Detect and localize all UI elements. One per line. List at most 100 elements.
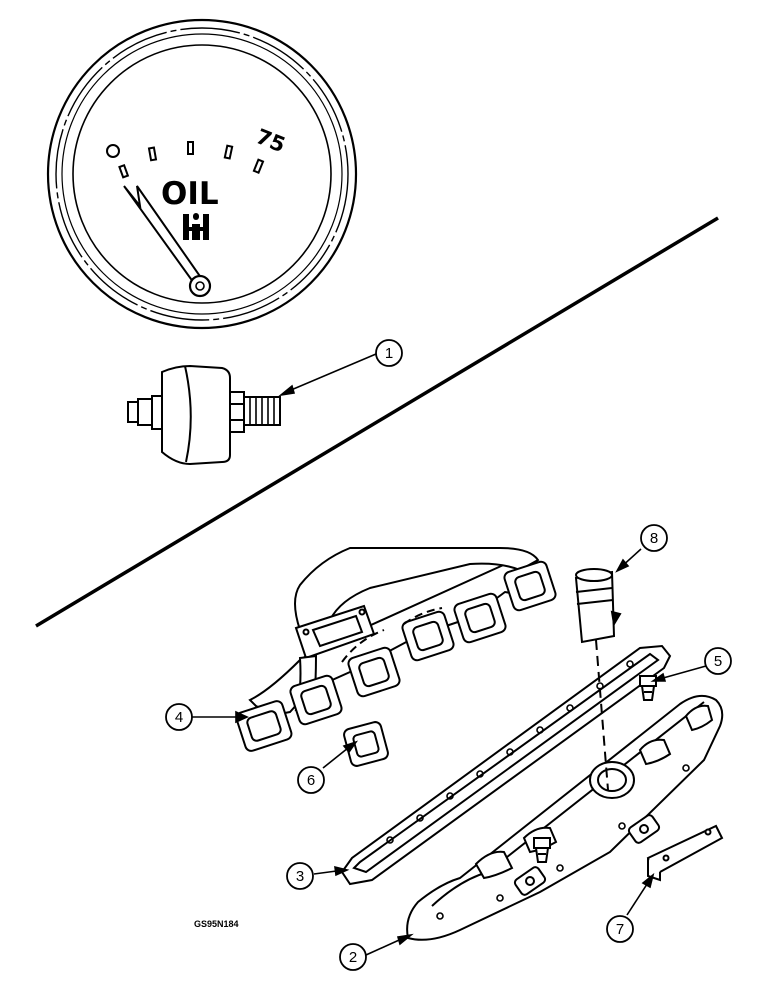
- leader-arrowhead-6: [342, 740, 359, 754]
- port-opening: [412, 620, 444, 652]
- callout-number: 6: [307, 772, 315, 789]
- gauge-oil-label: OIL: [161, 176, 219, 212]
- section-divider: [35, 216, 719, 628]
- callout-number: 8: [650, 530, 658, 547]
- gauge-needle-pivot-center: [195, 281, 205, 291]
- callout-number: 7: [616, 921, 624, 938]
- gasket-bolt-hole: [536, 726, 544, 734]
- sender-hex: [229, 391, 245, 433]
- gauge-dial-face: [72, 44, 332, 304]
- callout-circle: [640, 524, 668, 552]
- exhaust-manifold: [235, 547, 557, 752]
- gasket-bolt-hole: [386, 836, 394, 844]
- callout-circle: [606, 915, 634, 943]
- manifold-riser: [294, 547, 540, 632]
- intake-bolt-hole: [436, 912, 444, 920]
- oil-pressure-gauge: [46, 18, 358, 330]
- bracket-hole: [704, 828, 712, 836]
- long-gasket-outline: [340, 644, 672, 886]
- intake-runner: [474, 850, 514, 880]
- intake-bolt-hole: [556, 864, 564, 872]
- gauge-tick: [187, 141, 194, 155]
- manifold-port-flanges: [235, 560, 557, 752]
- adapter-band: [575, 587, 614, 605]
- gauge-needle: [123, 185, 206, 288]
- port-opening: [246, 710, 282, 742]
- leader-line-1: [283, 353, 377, 394]
- leader-arrowhead-2: [396, 933, 414, 946]
- sender-threads: [249, 397, 275, 425]
- sender-terminal-base: [151, 395, 163, 430]
- manifold-hidden-edge: [341, 607, 443, 663]
- intake-boss-hole: [525, 876, 535, 886]
- gasket-opening: [352, 730, 380, 758]
- callout-circle: [297, 766, 325, 794]
- gauge-zero-mark: [106, 144, 120, 158]
- callout-number: 4: [175, 709, 183, 726]
- gauge-tick: [252, 158, 265, 174]
- sender-body: [161, 364, 231, 466]
- gauge-inner-ring: [61, 33, 343, 315]
- gauge-tick: [223, 144, 234, 160]
- gauge-max-value: 75: [253, 124, 289, 157]
- figure-id: GS95N184: [194, 919, 239, 929]
- inlet-adapter: [574, 568, 622, 791]
- gasket-bolt-hole: [626, 660, 634, 668]
- ih-logo-bar: [183, 227, 209, 231]
- gasket-bolt-hole: [476, 770, 484, 778]
- intake-inlet-inner: [597, 768, 627, 792]
- callout-number: 2: [349, 949, 357, 966]
- callout-2: 2: [339, 943, 367, 971]
- callout-7: 7: [606, 915, 634, 943]
- leader-arrowhead-5: [650, 672, 667, 682]
- callout-circle: [286, 862, 314, 890]
- callout-circle: [339, 943, 367, 971]
- callout-8: 8: [640, 524, 668, 552]
- port-opening: [358, 656, 390, 688]
- callout-3: 3: [286, 862, 314, 890]
- leader-arrowhead-3: [334, 865, 350, 877]
- port-opening: [300, 684, 332, 716]
- gauge-outer-ring: [46, 18, 358, 330]
- ih-logo-part: [192, 224, 200, 240]
- leader-arrowhead-8: [615, 558, 630, 573]
- manifold-outlet-port: [311, 614, 364, 648]
- intake-boss-hole: [639, 824, 649, 834]
- bracket-flange: [647, 858, 661, 882]
- adapter-body: [574, 570, 616, 644]
- callout-number: 3: [296, 868, 304, 885]
- intake-bolt-hole: [496, 894, 504, 902]
- pipe-plug-lower: [533, 837, 551, 863]
- intake-manifold: [406, 694, 724, 941]
- oil-pressure-sender: [127, 364, 281, 466]
- gauge-needle-pivot: [188, 274, 212, 298]
- sender-body-contour: [184, 365, 192, 463]
- flange-bolt-hole: [358, 608, 366, 616]
- leader-arrowhead-7: [641, 872, 655, 889]
- intake-bosses: [513, 814, 661, 896]
- gauge-tick: [147, 146, 158, 162]
- intake-runner: [684, 704, 714, 732]
- gauge-tick: [118, 163, 130, 179]
- intake-bolt-hole: [682, 764, 690, 772]
- pipe-plug: [639, 675, 657, 701]
- bracket-hole: [662, 854, 670, 862]
- intake-bolt-hole: [618, 822, 626, 830]
- sender-terminal-nut: [137, 398, 153, 426]
- port-opening: [464, 602, 496, 634]
- manifold-long-gasket: [340, 644, 672, 886]
- ih-logo: [183, 213, 209, 240]
- callout-1: 1: [375, 339, 403, 367]
- intake-bolt-holes: [436, 764, 690, 920]
- port-opening: [514, 570, 546, 602]
- intake-runner: [638, 738, 672, 766]
- sender-terminal-nut: [127, 401, 139, 423]
- gasket-bolt-hole: [506, 748, 514, 756]
- long-gasket-bolt-holes: [386, 660, 634, 844]
- manifold-bracket: [646, 824, 724, 882]
- long-gasket-inner: [352, 652, 660, 874]
- callout-4: 4: [165, 703, 193, 731]
- callout-circle: [165, 703, 193, 731]
